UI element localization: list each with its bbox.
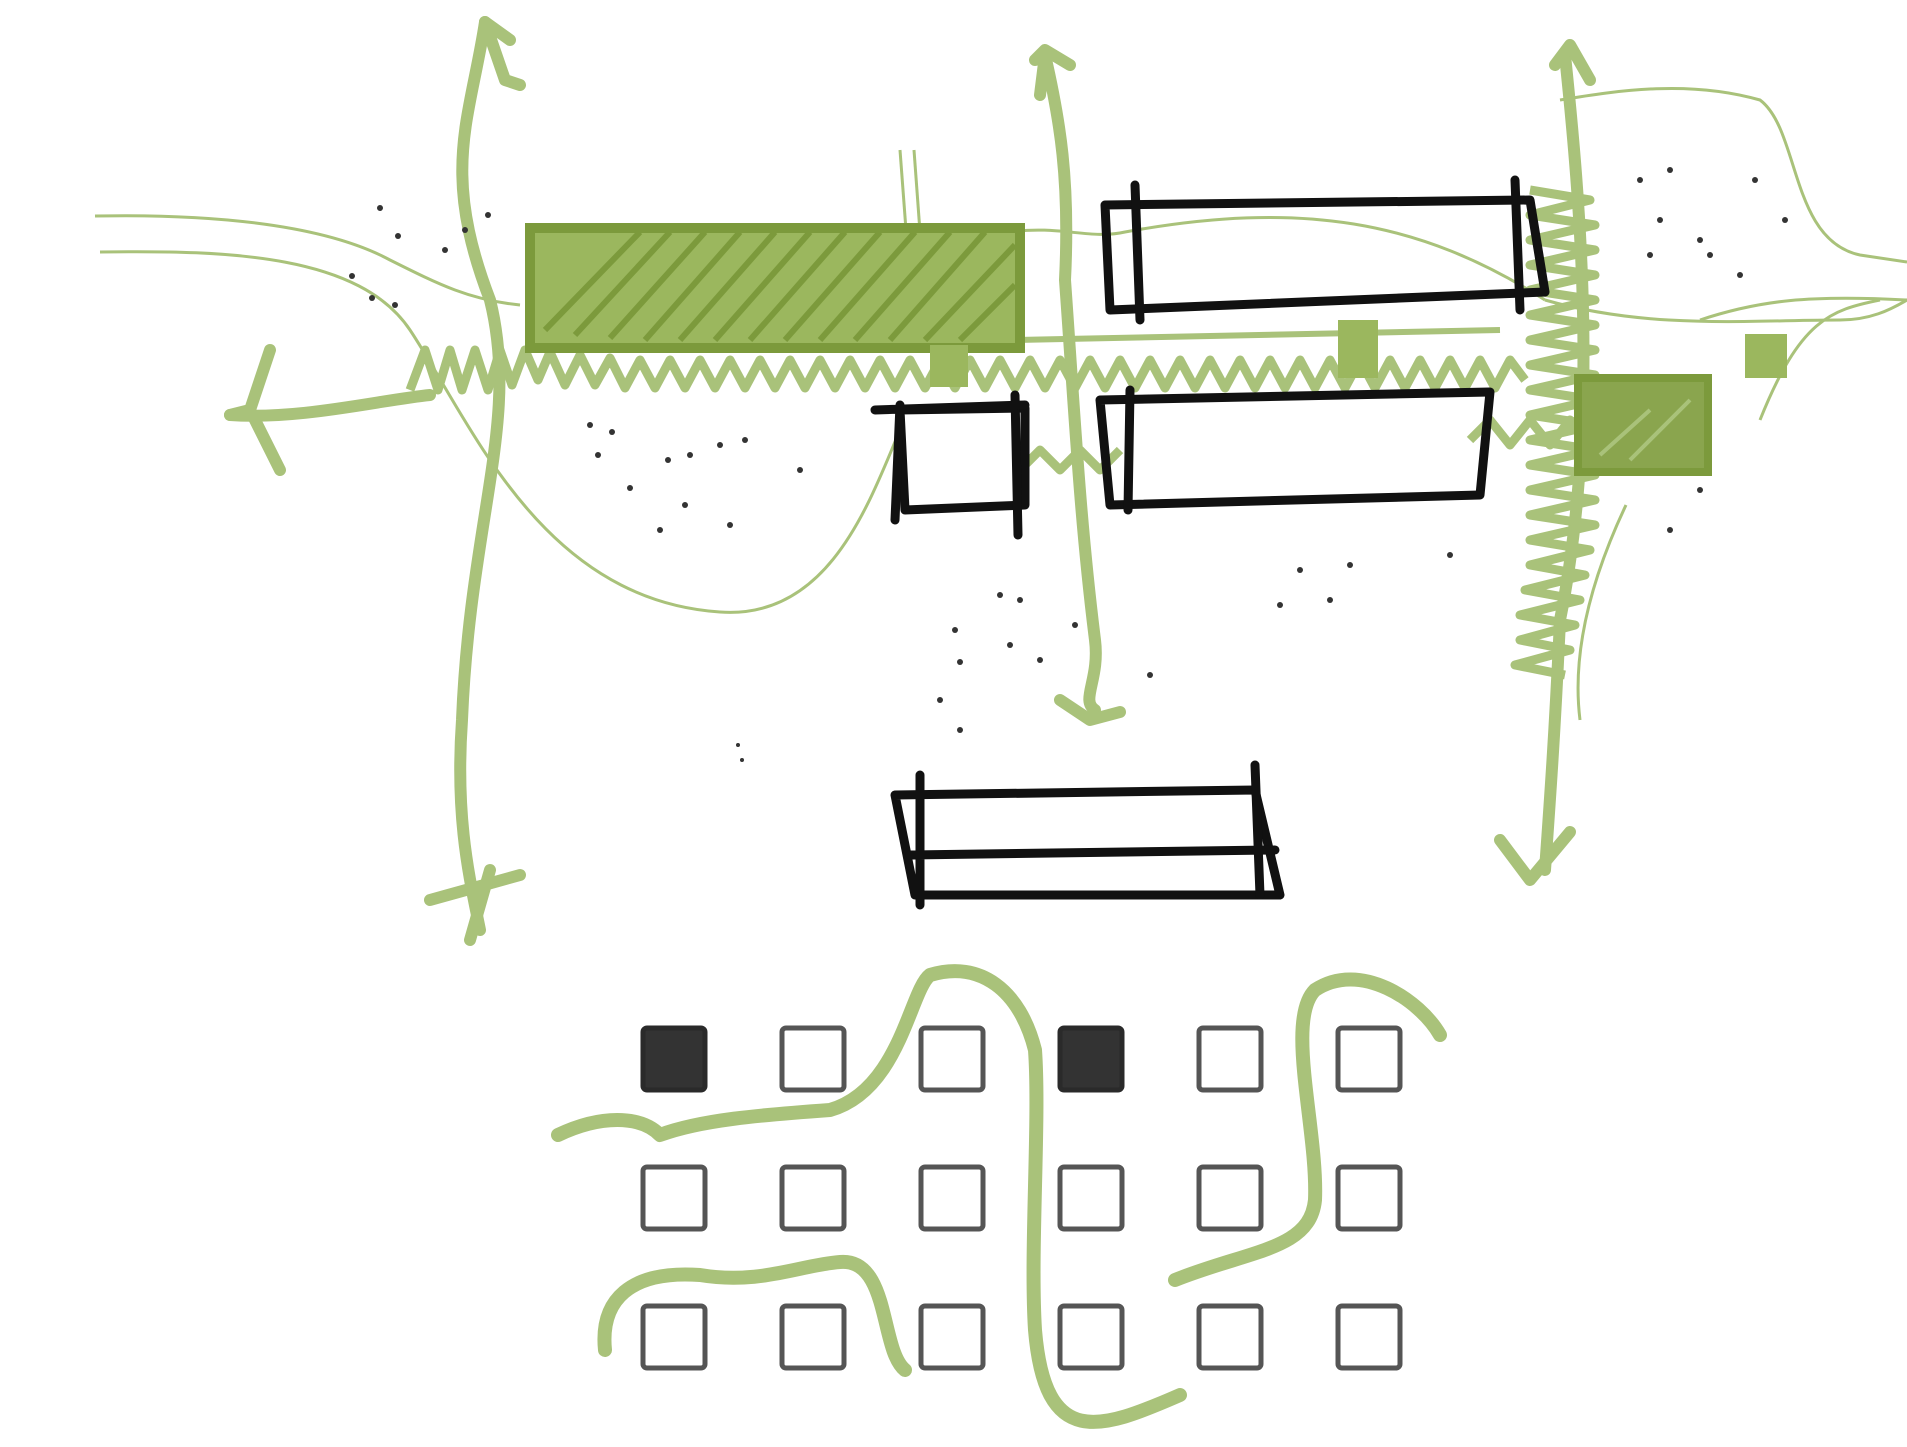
grid-cell: [1199, 1028, 1261, 1090]
grid-cell: [921, 1028, 983, 1090]
grid-cell: [1338, 1306, 1400, 1368]
green-plaza-block: [1578, 378, 1708, 472]
grid-cell: [1338, 1167, 1400, 1229]
circulation-arrows: [230, 22, 1590, 940]
grid-cell: [782, 1167, 844, 1229]
grid-cell: [1060, 1167, 1122, 1229]
grid-cell-filled: [643, 1028, 705, 1090]
grid-cell: [921, 1306, 983, 1368]
grid-cell: [782, 1028, 844, 1090]
grid-cell: [782, 1306, 844, 1368]
hatched-green-block: [530, 228, 1020, 348]
grid-cell: [921, 1167, 983, 1229]
block-grid: [643, 1028, 1400, 1368]
grid-cell: [1060, 1306, 1122, 1368]
grid-cell: [1199, 1167, 1261, 1229]
grid-cell: [1338, 1028, 1400, 1090]
grid-cell: [1199, 1306, 1261, 1368]
grid-cell: [643, 1167, 705, 1229]
grid-cell-filled: [1060, 1028, 1122, 1090]
grid-cell: [643, 1306, 705, 1368]
